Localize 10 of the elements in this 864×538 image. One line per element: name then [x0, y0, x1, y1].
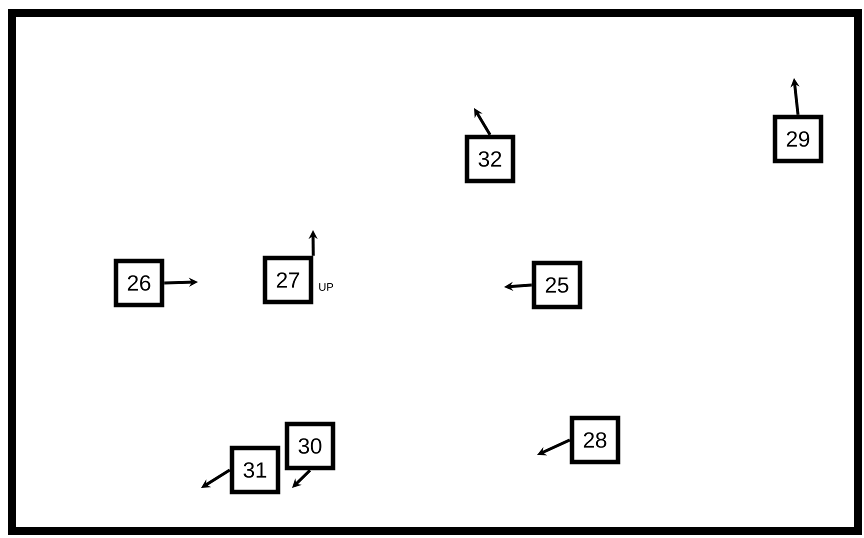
callout-box: 32: [464, 134, 516, 184]
callout-box: 27: [262, 256, 314, 304]
callout-box: 31: [230, 446, 280, 494]
callout-box: 25: [532, 260, 582, 310]
arrow: [292, 469, 312, 488]
callout-box: 28: [570, 416, 620, 464]
direction-label: UP: [319, 283, 334, 291]
callout-box: 30: [284, 422, 336, 470]
callout-box: 26: [114, 258, 164, 308]
callout-box: 29: [772, 114, 824, 164]
